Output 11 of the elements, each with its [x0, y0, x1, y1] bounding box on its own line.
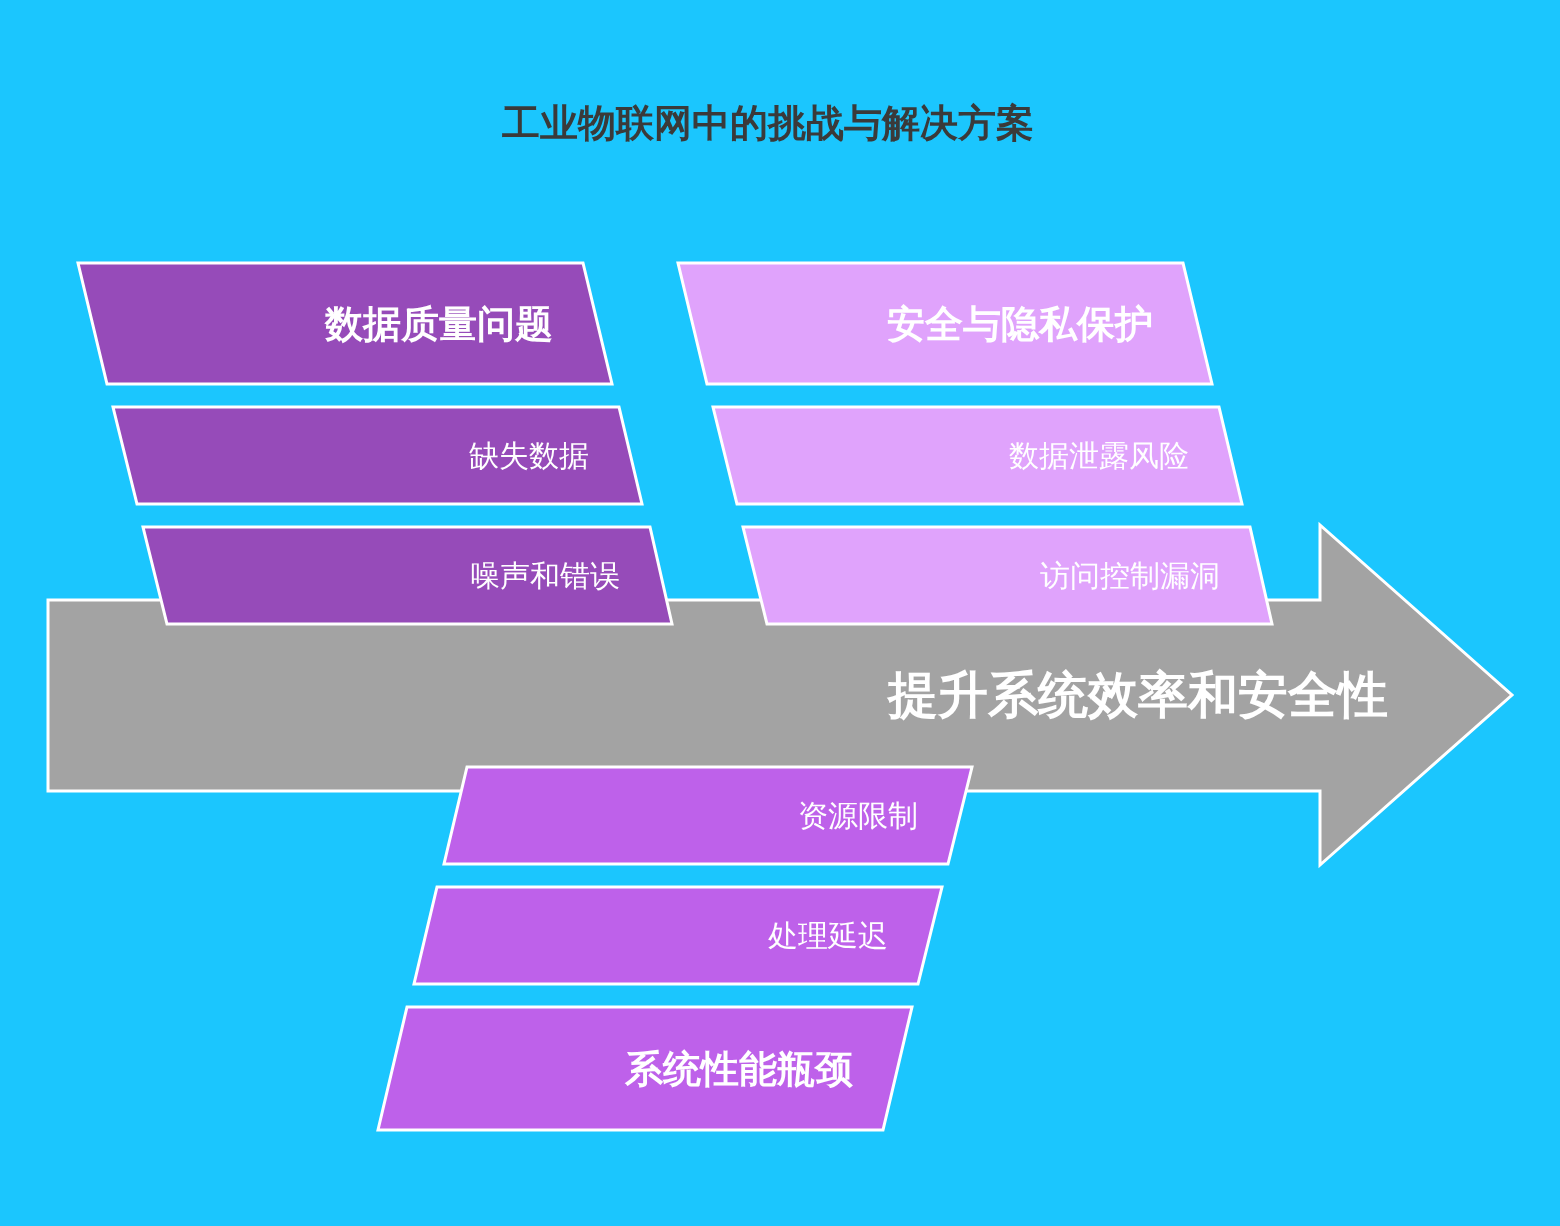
item-label: 噪声和错误	[470, 560, 620, 591]
category-heading: 数据质量问题	[325, 304, 553, 343]
item-label: 数据泄露风险	[1009, 440, 1189, 471]
goal-label: 提升系统效率和安全性	[888, 670, 1388, 720]
item-label: 访问控制漏洞	[1040, 560, 1220, 591]
item-label: 缺失数据	[469, 440, 589, 471]
category-heading: 系统性能瓶颈	[625, 1049, 853, 1088]
item-label: 处理延迟	[768, 920, 888, 951]
category-heading: 安全与隐私保护	[887, 304, 1153, 343]
diagram-title: 工业物联网中的挑战与解决方案	[501, 100, 1035, 147]
item-label: 资源限制	[798, 800, 918, 831]
